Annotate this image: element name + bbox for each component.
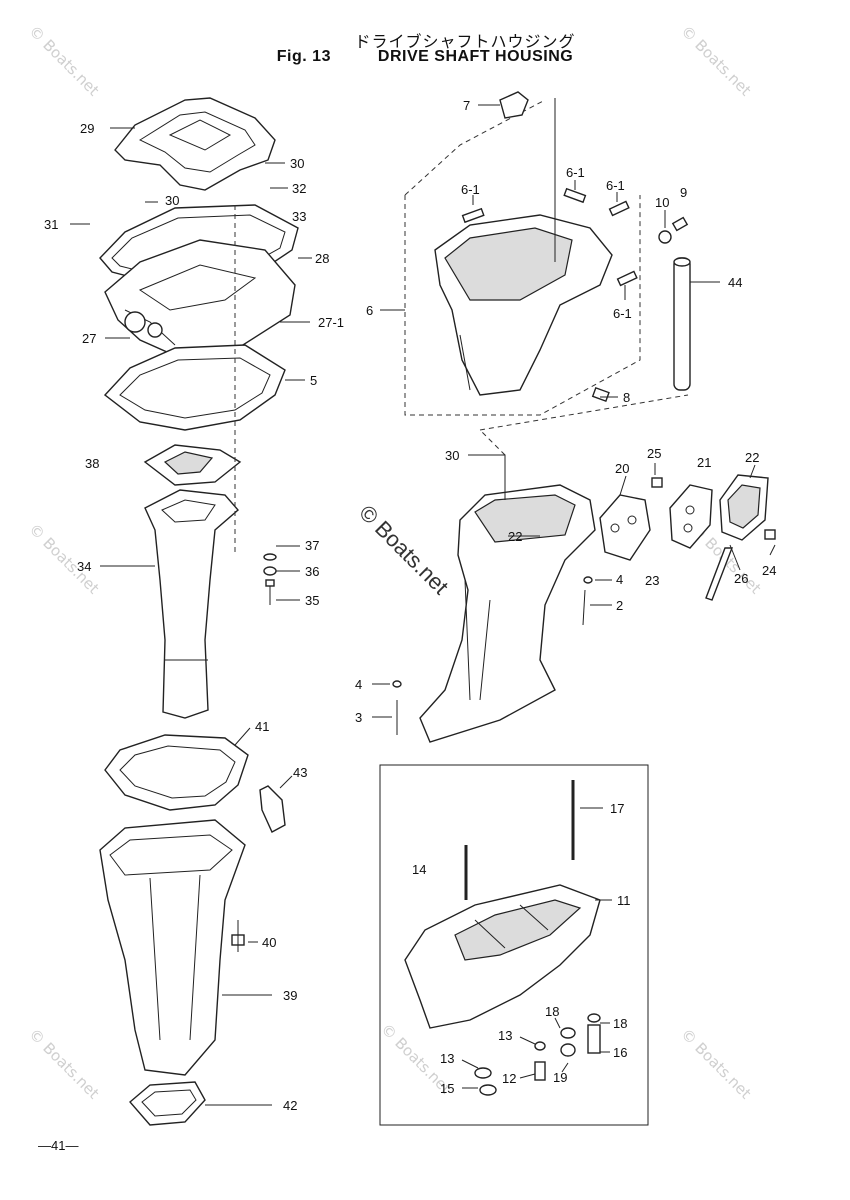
callout-13: 13 [440,1051,454,1066]
callout-4: 4 [616,572,623,587]
callout-30: 30 [290,156,304,171]
callout-28: 28 [315,251,329,266]
part-26-anode-rod [705,547,734,601]
callout-7: 7 [463,98,470,113]
part-29-gasket [114,97,276,191]
callout-22: 22 [508,529,522,544]
callout-21: 21 [697,455,711,470]
callout-18: 18 [545,1004,559,1019]
callout-12: 12 [502,1071,516,1086]
callout-10: 10 [655,195,669,210]
callout-34: 34 [77,559,91,574]
part-17-rod [464,780,575,900]
callout-35: 35 [305,593,319,608]
callout-30: 30 [165,193,179,208]
figure-number: Fig. 13 [276,48,331,65]
callout-5: 5 [310,373,317,388]
part-41-gasket [104,734,249,811]
callout-40: 40 [262,935,276,950]
callout-30: 30 [445,448,459,463]
callout-9: 9 [680,185,687,200]
title-row: Fig. 13 DRIVE SHAFT HOUSING [0,48,850,66]
callout-43: 43 [293,765,307,780]
part-main-drive-shaft-housing [419,484,596,743]
callout-29: 29 [80,121,94,136]
part-43-clip [259,785,286,833]
callout-3: 3 [355,710,362,725]
callout-6-1: 6-1 [613,306,632,321]
part-44-water-tube [673,257,691,391]
callout-14: 14 [412,862,426,877]
callout-41: 41 [255,719,269,734]
part-6-upper-housing [434,214,613,396]
callout-24: 24 [762,563,776,578]
callout-44: 44 [728,275,742,290]
part-20-cover [599,494,651,561]
callout-22: 22 [745,450,759,465]
detail-box [379,764,649,1126]
part-35-37-bolts [263,553,277,605]
part-5-gasket [103,344,286,431]
part-34-exhaust-pipe [144,489,239,719]
callout-27: 27 [82,331,96,346]
part-2-4-studs [392,576,593,735]
part-42-gasket [129,1081,206,1126]
part-24-25-bolts [651,477,776,540]
callout-26: 26 [734,571,748,586]
callout-16: 16 [613,1045,627,1060]
part-12-19-fasteners [474,1013,601,1096]
part-21-plate [669,484,713,549]
callout-6: 6 [366,303,373,318]
callout-42: 42 [283,1098,297,1113]
callout-13: 13 [498,1028,512,1043]
part-22-gasket [719,474,769,541]
part-9-10-fasteners [658,216,689,244]
callout-32: 32 [292,181,306,196]
callout-38: 38 [85,456,99,471]
callout-37: 37 [305,538,319,553]
part-40-bolt [231,920,245,952]
part-27-adapter [104,239,296,361]
callout-25: 25 [647,446,661,461]
part-38-plate [143,444,242,486]
title-japanese: ドライブシャフトハウジング [354,32,576,51]
callout-6-1: 6-1 [606,178,625,193]
callout-23: 23 [645,573,659,588]
page-number: —41— [38,1138,79,1153]
callout-11: 11 [617,893,631,908]
part-8-bolt [591,386,610,402]
part-39-upper-casing [99,819,246,1076]
figure-title: DRIVE SHAFT HOUSING [377,48,574,65]
callout-8: 8 [623,390,630,405]
callout-36: 36 [305,564,319,579]
callout-33: 33 [292,209,306,224]
part-7-grommet [499,91,529,119]
callout-31: 31 [44,217,58,232]
callout-18: 18 [613,1016,627,1031]
callout-39: 39 [283,988,297,1003]
callout-17: 17 [610,801,624,816]
callout-4: 4 [355,677,362,692]
callout-6-1: 6-1 [566,165,585,180]
callout-20: 20 [615,461,629,476]
callout-27-1: 27-1 [318,315,344,330]
callout-19: 19 [553,1070,567,1085]
part-11-lower-adapter [404,884,601,1029]
callout-6-1: 6-1 [461,182,480,197]
callout-15: 15 [440,1081,454,1096]
part-6-1-pins [461,187,638,287]
callout-2: 2 [616,598,623,613]
